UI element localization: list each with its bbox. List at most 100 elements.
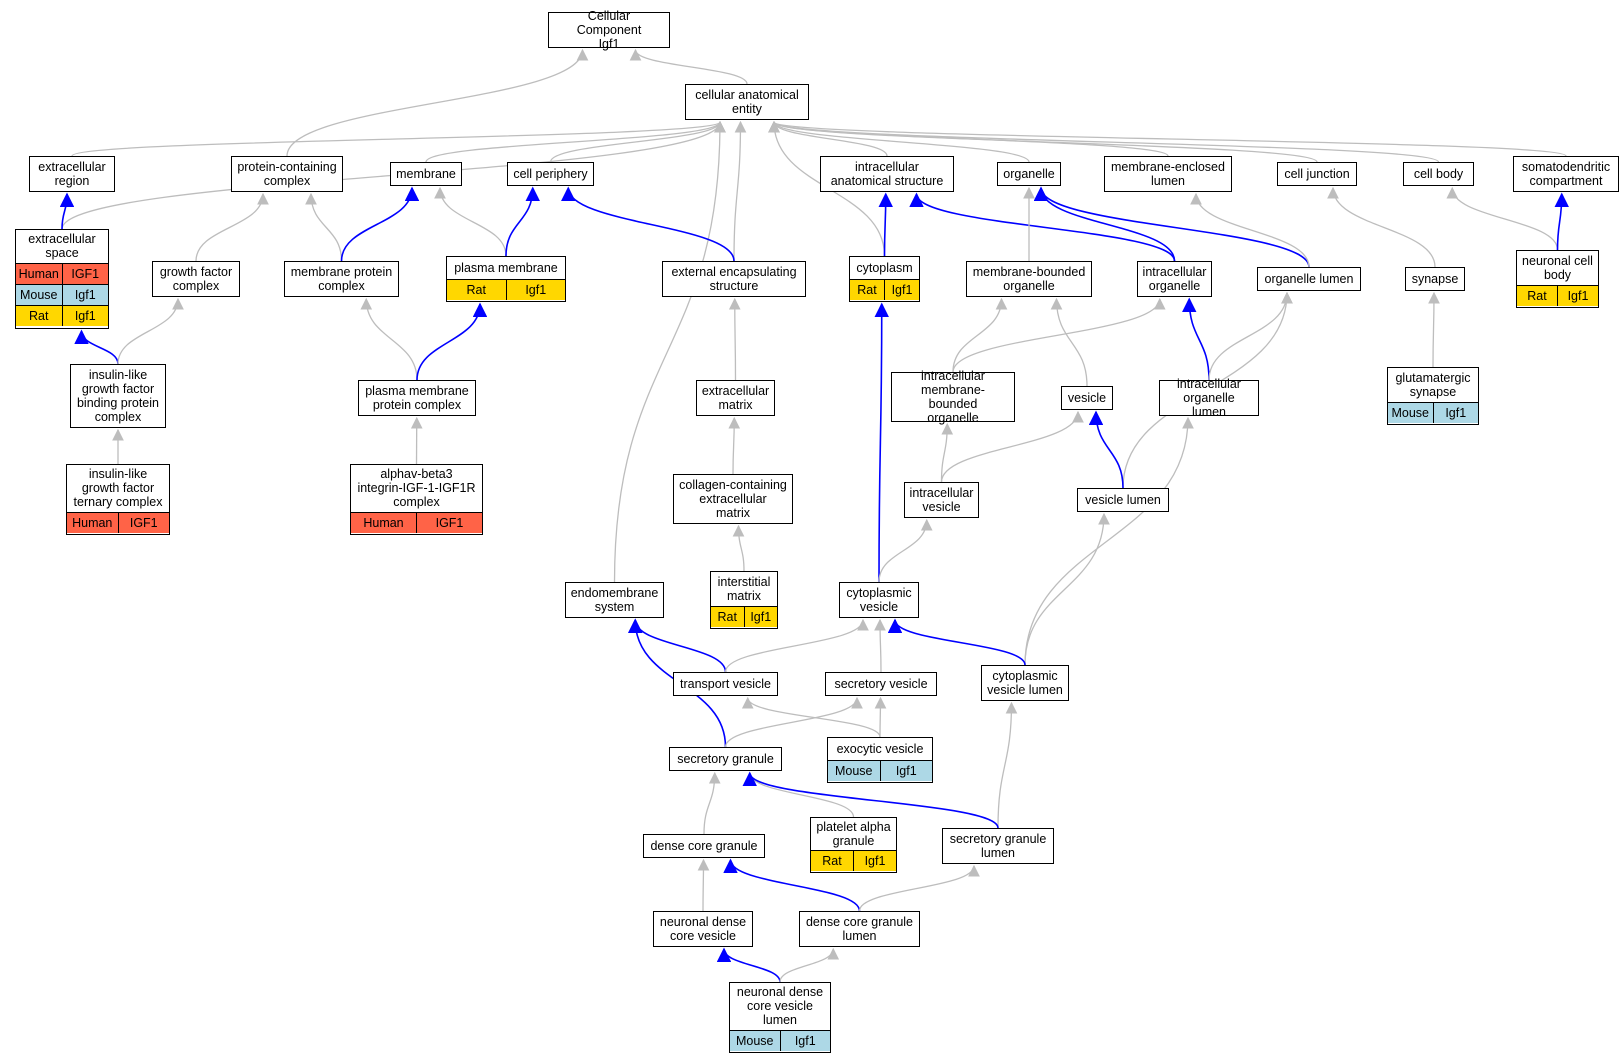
go-term-membrane-enclosed-lumen[interactable]: membrane-enclosed lumen — [1104, 156, 1232, 192]
go-term-cell-body[interactable]: cell body — [1403, 162, 1474, 186]
go-term-external-encapsulating-structure[interactable]: external encapsulating structure — [662, 261, 806, 297]
go-term-cell-periphery[interactable]: cell periphery — [507, 162, 594, 186]
species-cell: Rat — [811, 850, 853, 871]
go-term-label: cellular anatomical entity — [695, 87, 799, 116]
go-term-secretory-granule[interactable]: secretory granule — [669, 747, 782, 771]
go-term-pm-protein-complex[interactable]: plasma membrane protein complex — [358, 380, 476, 416]
go-term-label: vesicle — [1067, 390, 1107, 405]
go-term-root[interactable]: Cellular Component Igf1 — [548, 9, 670, 51]
edge-extracellular-space-to-extracellular-region — [59, 192, 75, 230]
go-term-label: synapse — [1411, 271, 1459, 286]
go-term-intracellular-anatomical-structure[interactable]: intracellular anatomical structure — [820, 156, 954, 192]
edge-extracellular-region-to-cae — [71, 120, 726, 157]
go-term-label: intracellular vesicle — [909, 485, 974, 514]
edge-igfbp-complex-to-extracellular-space — [74, 329, 119, 365]
go-term-label: cell periphery — [513, 166, 588, 181]
edge-endomembrane-system-to-cae — [613, 120, 726, 583]
go-term-membrane-protein-complex[interactable]: membrane protein complex — [284, 261, 399, 297]
edge-intracellular-organelle-lumen-to-intracellular-organelle — [1182, 297, 1210, 381]
go-term-cae[interactable]: cellular anatomical entity — [685, 84, 809, 120]
go-term-neuronal-dense-core-vesicle[interactable]: neuronal dense core vesicle — [653, 911, 753, 947]
edge-extracellular-matrix-to-external-encapsulating-structure — [728, 297, 741, 381]
go-term-label: glutamatergic synapse — [1395, 370, 1471, 399]
go-term-transport-vesicle[interactable]: transport vesicle — [673, 672, 778, 696]
go-term-label: interstitial matrix — [717, 574, 771, 603]
species-cell: Mouse — [16, 284, 62, 305]
go-term-membrane-bounded-organelle[interactable]: membrane-bounded organelle — [966, 261, 1092, 297]
go-term-intracellular-vesicle[interactable]: intracellular vesicle — [904, 482, 979, 518]
go-term-label: collagen-containing extracellular matrix — [679, 477, 787, 520]
go-term-igf-ternary-complex[interactable]: insulin-like growth factor ternary compl… — [66, 464, 170, 535]
go-term-label: cytoplasm — [856, 260, 913, 275]
edge-cell-junction-to-cae — [768, 120, 1318, 163]
edge-cytoplasmic-vesicle-to-cytoplasm — [874, 302, 889, 583]
go-term-label: cell junction — [1284, 166, 1350, 181]
go-term-cell-junction[interactable]: cell junction — [1277, 162, 1357, 186]
go-term-label: secretory vesicle — [834, 676, 928, 691]
go-term-cytoplasmic-vesicle-lumen[interactable]: cytoplasmic vesicle lumen — [981, 665, 1069, 701]
go-term-label: extracellular matrix — [701, 383, 770, 412]
go-term-growth-factor-complex[interactable]: growth factor complex — [152, 261, 240, 297]
go-term-secretory-granule-lumen[interactable]: secretory granule lumen — [942, 828, 1054, 864]
go-term-label: alphav-beta3 integrin-IGF-1-IGF1R comple… — [357, 467, 476, 510]
go-term-label: cell body — [1413, 166, 1464, 181]
edge-external-encapsulating-structure-to-cell-periphery — [561, 186, 735, 262]
go-term-extracellular-region[interactable]: extracellular region — [29, 156, 115, 192]
go-term-organelle-lumen[interactable]: organelle lumen — [1257, 267, 1361, 291]
go-term-endomembrane-system[interactable]: endomembrane system — [565, 582, 664, 618]
go-term-label: vesicle lumen — [1085, 492, 1161, 507]
edge-intracellular-vesicle-to-intracellular-mb-organelle — [940, 422, 954, 483]
gene-symbol-cell: Igf1 — [743, 606, 777, 627]
go-term-intracellular-organelle[interactable]: intracellular organelle — [1137, 261, 1212, 297]
gene-symbol-cell: Igf1 — [505, 279, 565, 300]
go-term-integrin-complex[interactable]: alphav-beta3 integrin-IGF-1-IGF1R comple… — [350, 464, 483, 535]
edge-organelle-lumen-to-organelle — [1033, 186, 1310, 268]
go-term-extracellular-matrix[interactable]: extracellular matrix — [696, 380, 775, 416]
go-term-label: membrane protein complex — [290, 264, 393, 293]
edge-cae-to-root — [629, 48, 748, 85]
edge-plasma-membrane-to-cell-periphery — [505, 186, 540, 257]
go-term-label: neuronal dense core vesicle lumen — [736, 985, 824, 1028]
go-term-synapse[interactable]: synapse — [1405, 267, 1465, 291]
go-term-label: extracellular space — [28, 232, 96, 261]
go-term-label: intracellular organelle lumen — [1177, 376, 1241, 419]
go-term-label: cytoplasmic vesicle — [846, 585, 912, 614]
edge-membrane-protein-complex-to-membrane — [340, 186, 420, 262]
edge-membrane-to-cae — [425, 120, 726, 163]
go-term-label: cytoplasmic vesicle lumen — [987, 668, 1063, 697]
go-term-label: plasma membrane protein complex — [365, 383, 469, 412]
species-cell: Human — [351, 512, 416, 533]
gene-symbol-cell: IGF1 — [117, 512, 169, 533]
go-term-igfbp-complex[interactable]: insulin-like growth factor binding prote… — [70, 364, 166, 428]
edge-dense-core-granule-lumen-to-secretory-granule-lumen — [858, 864, 980, 912]
go-term-secretory-vesicle[interactable]: secretory vesicle — [825, 672, 937, 696]
go-term-membrane[interactable]: membrane — [390, 162, 462, 186]
go-term-organelle[interactable]: organelle — [997, 162, 1061, 186]
go-term-intracellular-mb-organelle[interactable]: intracellular membrane-bounded organelle — [891, 369, 1015, 425]
go-term-cytoplasmic-vesicle[interactable]: cytoplasmic vesicle — [839, 582, 919, 618]
go-term-dense-core-granule-lumen[interactable]: dense core granule lumen — [799, 911, 920, 947]
go-term-protein-containing-complex[interactable]: protein-containing complex — [231, 156, 343, 192]
go-term-vesicle-lumen[interactable]: vesicle lumen — [1077, 488, 1169, 512]
go-term-label: transport vesicle — [679, 676, 771, 691]
go-term-dense-core-granule[interactable]: dense core granule — [643, 834, 765, 858]
go-term-vesicle[interactable]: vesicle — [1061, 386, 1113, 410]
go-term-collagen-ecm[interactable]: collagen-containing extracellular matrix — [673, 474, 793, 524]
go-term-somatodendritic-compartment[interactable]: somatodendritic compartment — [1513, 156, 1619, 192]
edge-cell-body-to-cae — [768, 120, 1440, 163]
go-term-intracellular-organelle-lumen[interactable]: intracellular organelle lumen — [1159, 376, 1259, 419]
